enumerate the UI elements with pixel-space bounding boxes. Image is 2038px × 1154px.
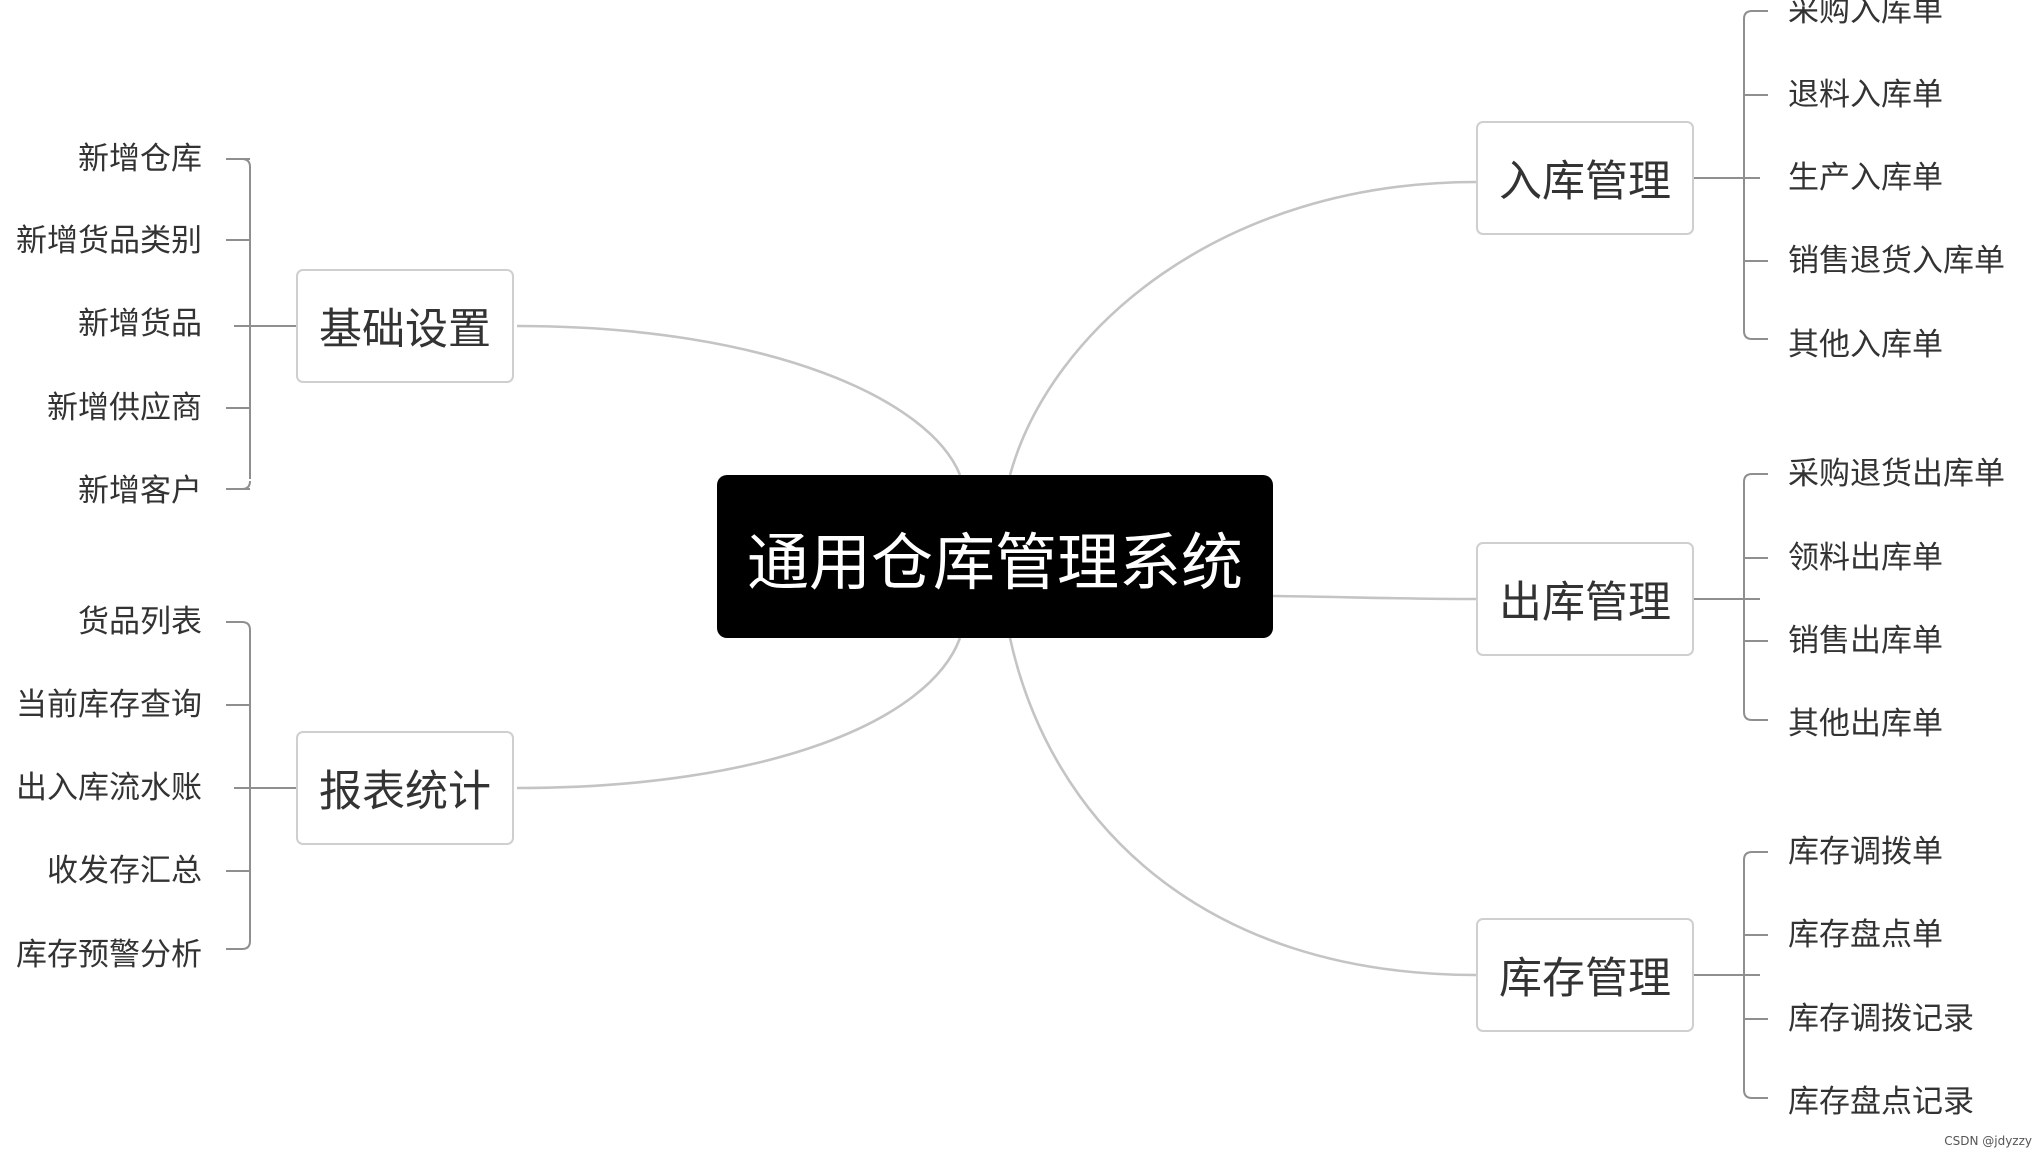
leaf-item: 其他入库单 bbox=[1788, 327, 1943, 363]
leaf-item: 新增仓库 bbox=[78, 141, 202, 177]
branch-baobiao-tongji: 报表统计 bbox=[296, 731, 514, 845]
leaf-item: 出入库流水账 bbox=[16, 770, 202, 806]
leaf-item: 生产入库单 bbox=[1788, 160, 1943, 196]
leaf-item: 货品列表 bbox=[78, 604, 202, 640]
leaf-item: 新增货品类别 bbox=[16, 223, 202, 259]
leaf-item: 新增客户 bbox=[78, 473, 202, 509]
leaf-item: 新增供应商 bbox=[47, 390, 202, 426]
connector-jichu bbox=[516, 324, 962, 476]
leaf-item: 采购入库单 bbox=[1788, 0, 1943, 29]
branch-ruku-guanli: 入库管理 bbox=[1476, 121, 1694, 235]
leaf-item: 销售退货入库单 bbox=[1788, 243, 2005, 279]
bracket-chuku bbox=[1694, 473, 1768, 721]
leaf-item: 退料入库单 bbox=[1788, 77, 1943, 113]
connector-kucun bbox=[1008, 637, 1477, 977]
leaf-item: 采购退货出库单 bbox=[1788, 456, 2005, 492]
connector-baobiao bbox=[516, 637, 962, 790]
leaf-item: 收发存汇总 bbox=[47, 853, 202, 889]
bracket-kucun bbox=[1694, 851, 1768, 1099]
leaf-item: 库存预警分析 bbox=[16, 937, 202, 973]
leaf-item: 其他出库单 bbox=[1788, 706, 1943, 742]
branch-kucun-guanli: 库存管理 bbox=[1476, 918, 1694, 1032]
leaf-item: 新增货品 bbox=[78, 306, 202, 342]
central-topic: 通用仓库管理系统 bbox=[717, 475, 1273, 638]
branch-jichu-shezhi: 基础设置 bbox=[296, 269, 514, 383]
leaf-item: 库存调拨记录 bbox=[1788, 1001, 1974, 1037]
leaf-item: 库存调拨单 bbox=[1788, 834, 1943, 870]
leaf-item: 当前库存查询 bbox=[16, 687, 202, 723]
bracket-baobiao bbox=[226, 621, 296, 950]
watermark: CSDN @jdyzzy bbox=[1944, 1134, 2032, 1148]
leaf-item: 销售出库单 bbox=[1788, 623, 1943, 659]
connector-ruku bbox=[1008, 180, 1477, 476]
connector-chuku bbox=[1272, 594, 1477, 601]
leaf-item: 领料出库单 bbox=[1788, 540, 1943, 576]
bracket-ruku bbox=[1694, 10, 1768, 340]
leaf-item: 库存盘点记录 bbox=[1788, 1084, 1974, 1120]
bracket-jichu bbox=[226, 158, 296, 490]
leaf-item: 库存盘点单 bbox=[1788, 917, 1943, 953]
branch-chuku-guanli: 出库管理 bbox=[1476, 542, 1694, 656]
